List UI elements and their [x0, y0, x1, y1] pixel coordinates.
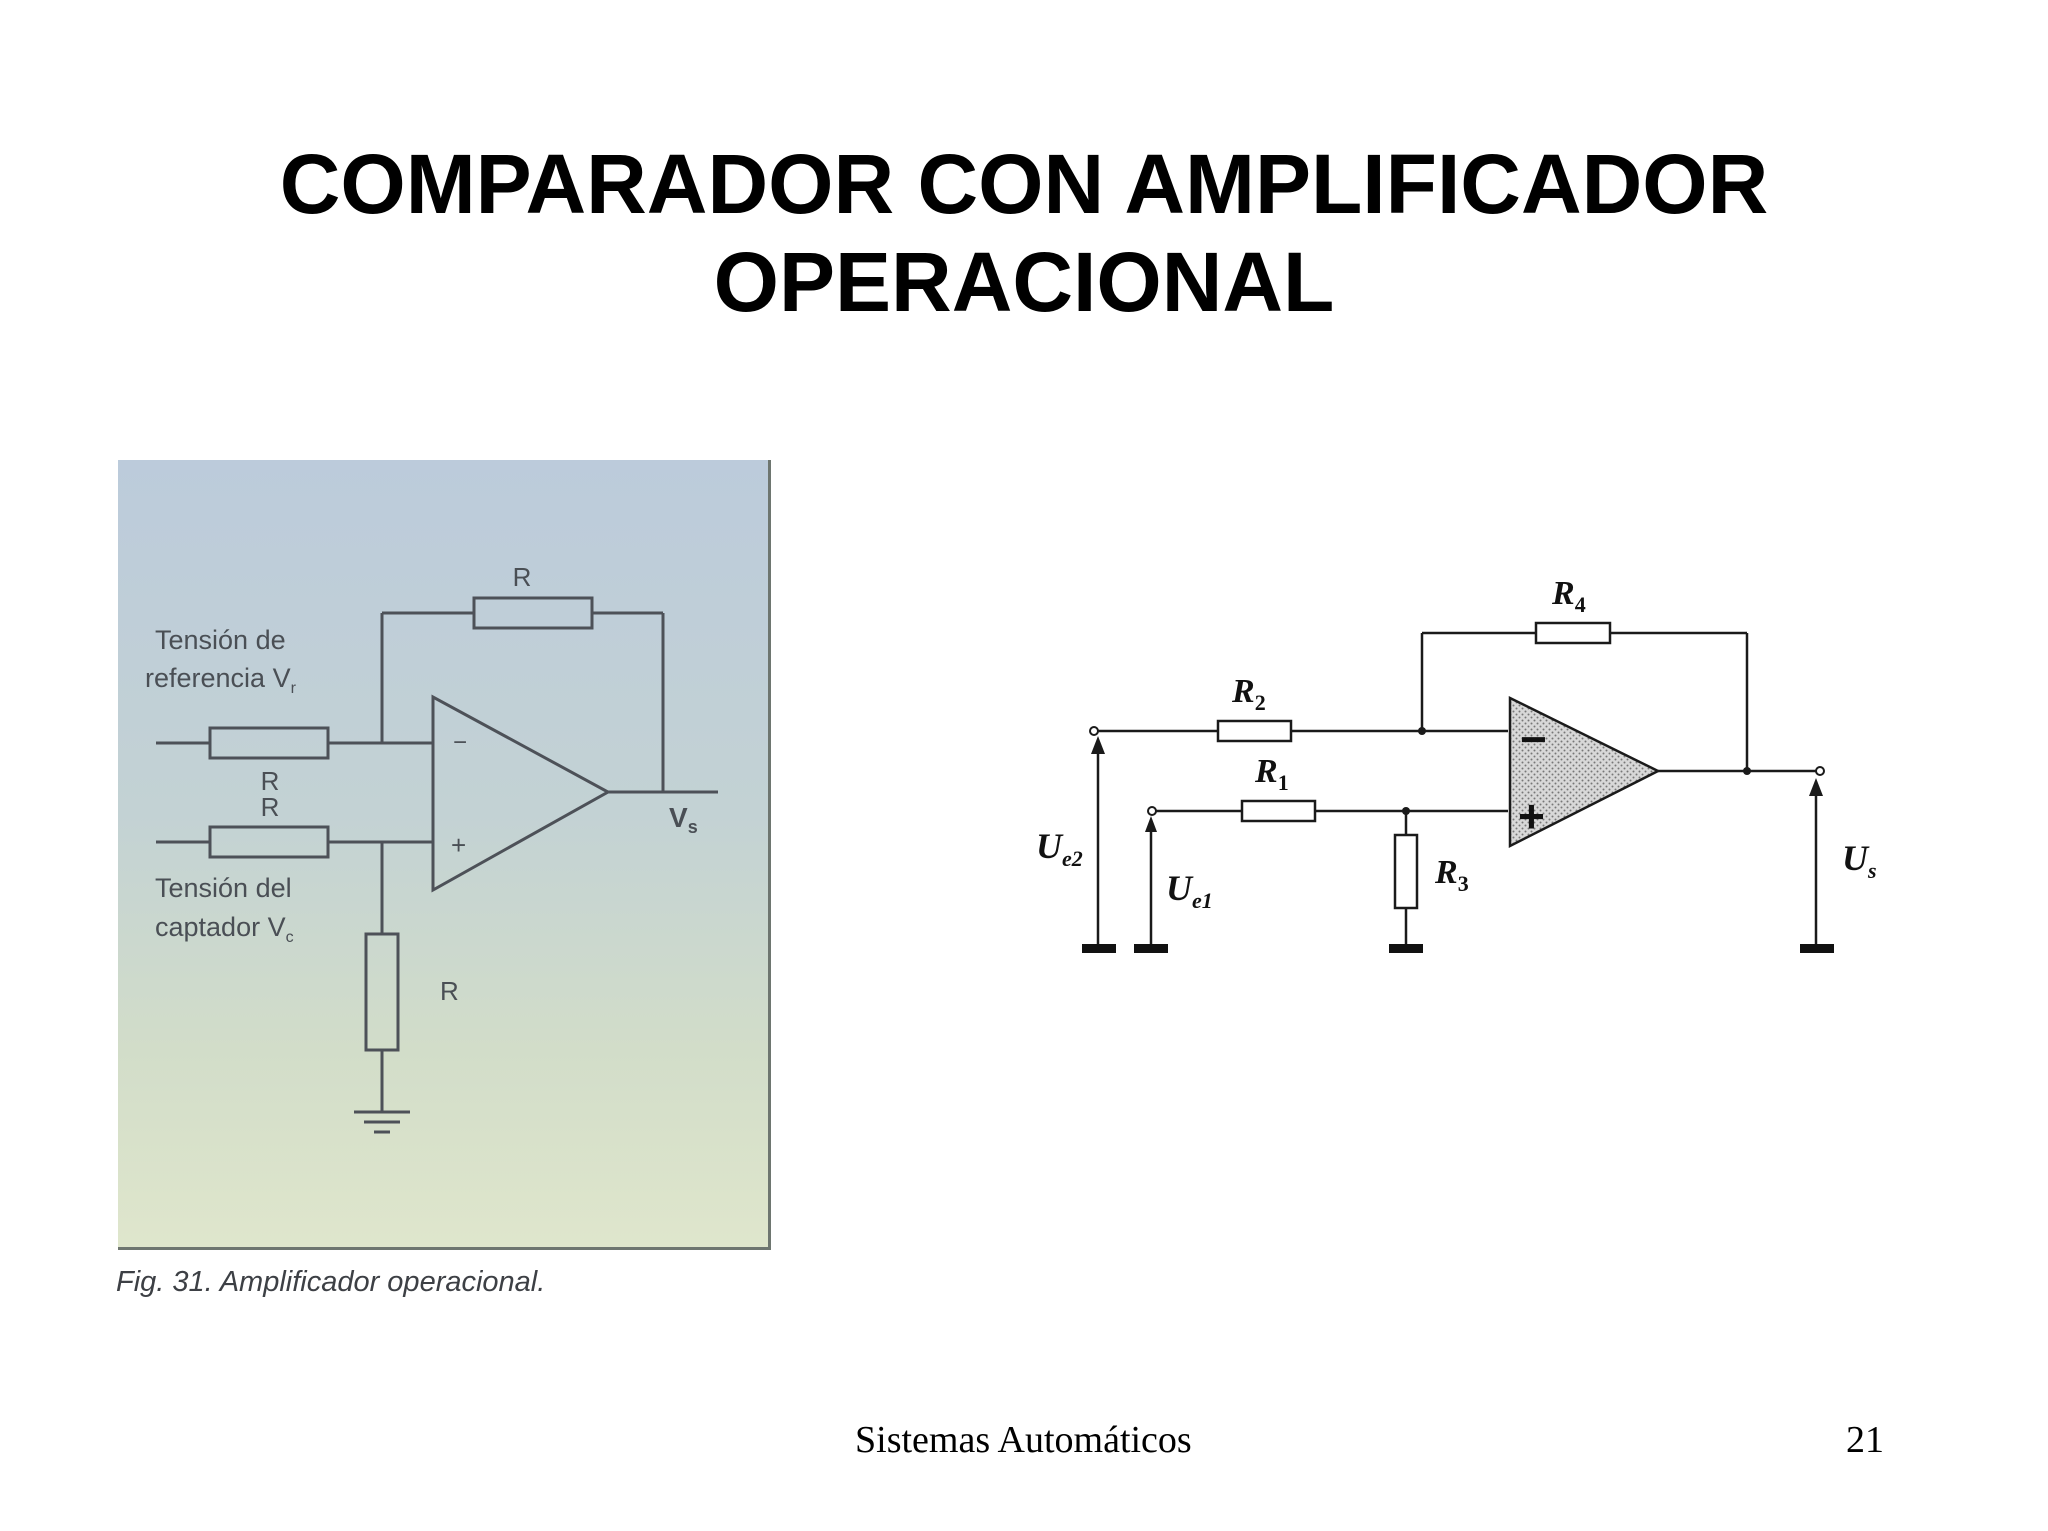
ue1-ground: [1134, 944, 1168, 953]
r4-label: R4: [1551, 575, 1586, 617]
us-arrowhead: [1809, 778, 1823, 796]
r3-resistor: [1393, 833, 1419, 910]
ref-input-resistor: [208, 726, 330, 760]
figure-caption: Fig. 31. Amplificador operacional.: [116, 1266, 546, 1298]
slide-title: COMPARADOR CON AMPLIFICADOR OPERACIONAL: [0, 135, 2048, 331]
ref-label-line1: Tensión de: [155, 625, 286, 655]
ue2-terminal: [1089, 726, 1099, 736]
ground-resistor: [364, 932, 400, 1052]
left-circuit-diagram: − + R R R R Vs Tensión de referencia Vr …: [145, 562, 718, 1134]
ue2-ground: [1082, 944, 1116, 953]
sensor-label-line2: captador Vc: [155, 912, 294, 946]
inverting-junction: [1418, 727, 1426, 735]
inverting-sign: −: [453, 729, 467, 756]
sensor-input-resistor: [208, 825, 330, 859]
ue2-arrowhead: [1091, 736, 1105, 754]
ground-resistor-label: R: [440, 976, 459, 1006]
us-terminal: [1815, 766, 1825, 776]
left-circuit-figure: − + R R R R Vs Tensión de referencia Vr …: [118, 460, 771, 1250]
noninverting-sign: +: [1518, 790, 1545, 842]
r3-label: R3: [1434, 854, 1469, 896]
us-ground: [1800, 944, 1834, 953]
sensor-resistor-label: R: [261, 792, 280, 822]
r2-resistor: [1216, 719, 1293, 743]
output-junction: [1743, 767, 1751, 775]
r4-resistor: [1534, 621, 1612, 645]
ue1-arrowhead: [1145, 816, 1157, 832]
r1-label: R1: [1254, 753, 1289, 795]
feedback-resistor-label: R: [513, 562, 532, 592]
r3-ground: [1389, 944, 1423, 953]
right-circuit-diagram: − + R4 R2 R1 R3 Ue2 Ue1 Us: [1036, 575, 1877, 953]
noninverting-sign: +: [451, 830, 466, 860]
page-number: 21: [1846, 1419, 1884, 1461]
ref-resistor-label: R: [261, 766, 280, 796]
slide-title-line-2: OPERACIONAL: [713, 235, 1335, 329]
ue2-label: Ue2: [1036, 826, 1083, 871]
op-amp-triangle: [431, 694, 612, 893]
op-amp-triangle: [1508, 695, 1661, 849]
output-label: Vs: [669, 802, 698, 837]
slide-title-line-1: COMPARADOR CON AMPLIFICADOR: [279, 137, 1769, 231]
r2-label: R2: [1231, 673, 1266, 715]
ue1-terminal: [1147, 806, 1157, 816]
sensor-label-line1: Tensión del: [155, 873, 292, 903]
r1-resistor: [1240, 799, 1317, 823]
ue1-label: Ue1: [1166, 868, 1213, 913]
feedback-resistor: [472, 596, 594, 630]
us-label: Us: [1842, 838, 1877, 883]
ref-label-line2: referencia Vr: [145, 663, 297, 697]
footer-course-title: Sistemas Automáticos: [855, 1419, 1192, 1461]
noninverting-junction: [1402, 807, 1410, 815]
inverting-sign: −: [1520, 713, 1547, 765]
